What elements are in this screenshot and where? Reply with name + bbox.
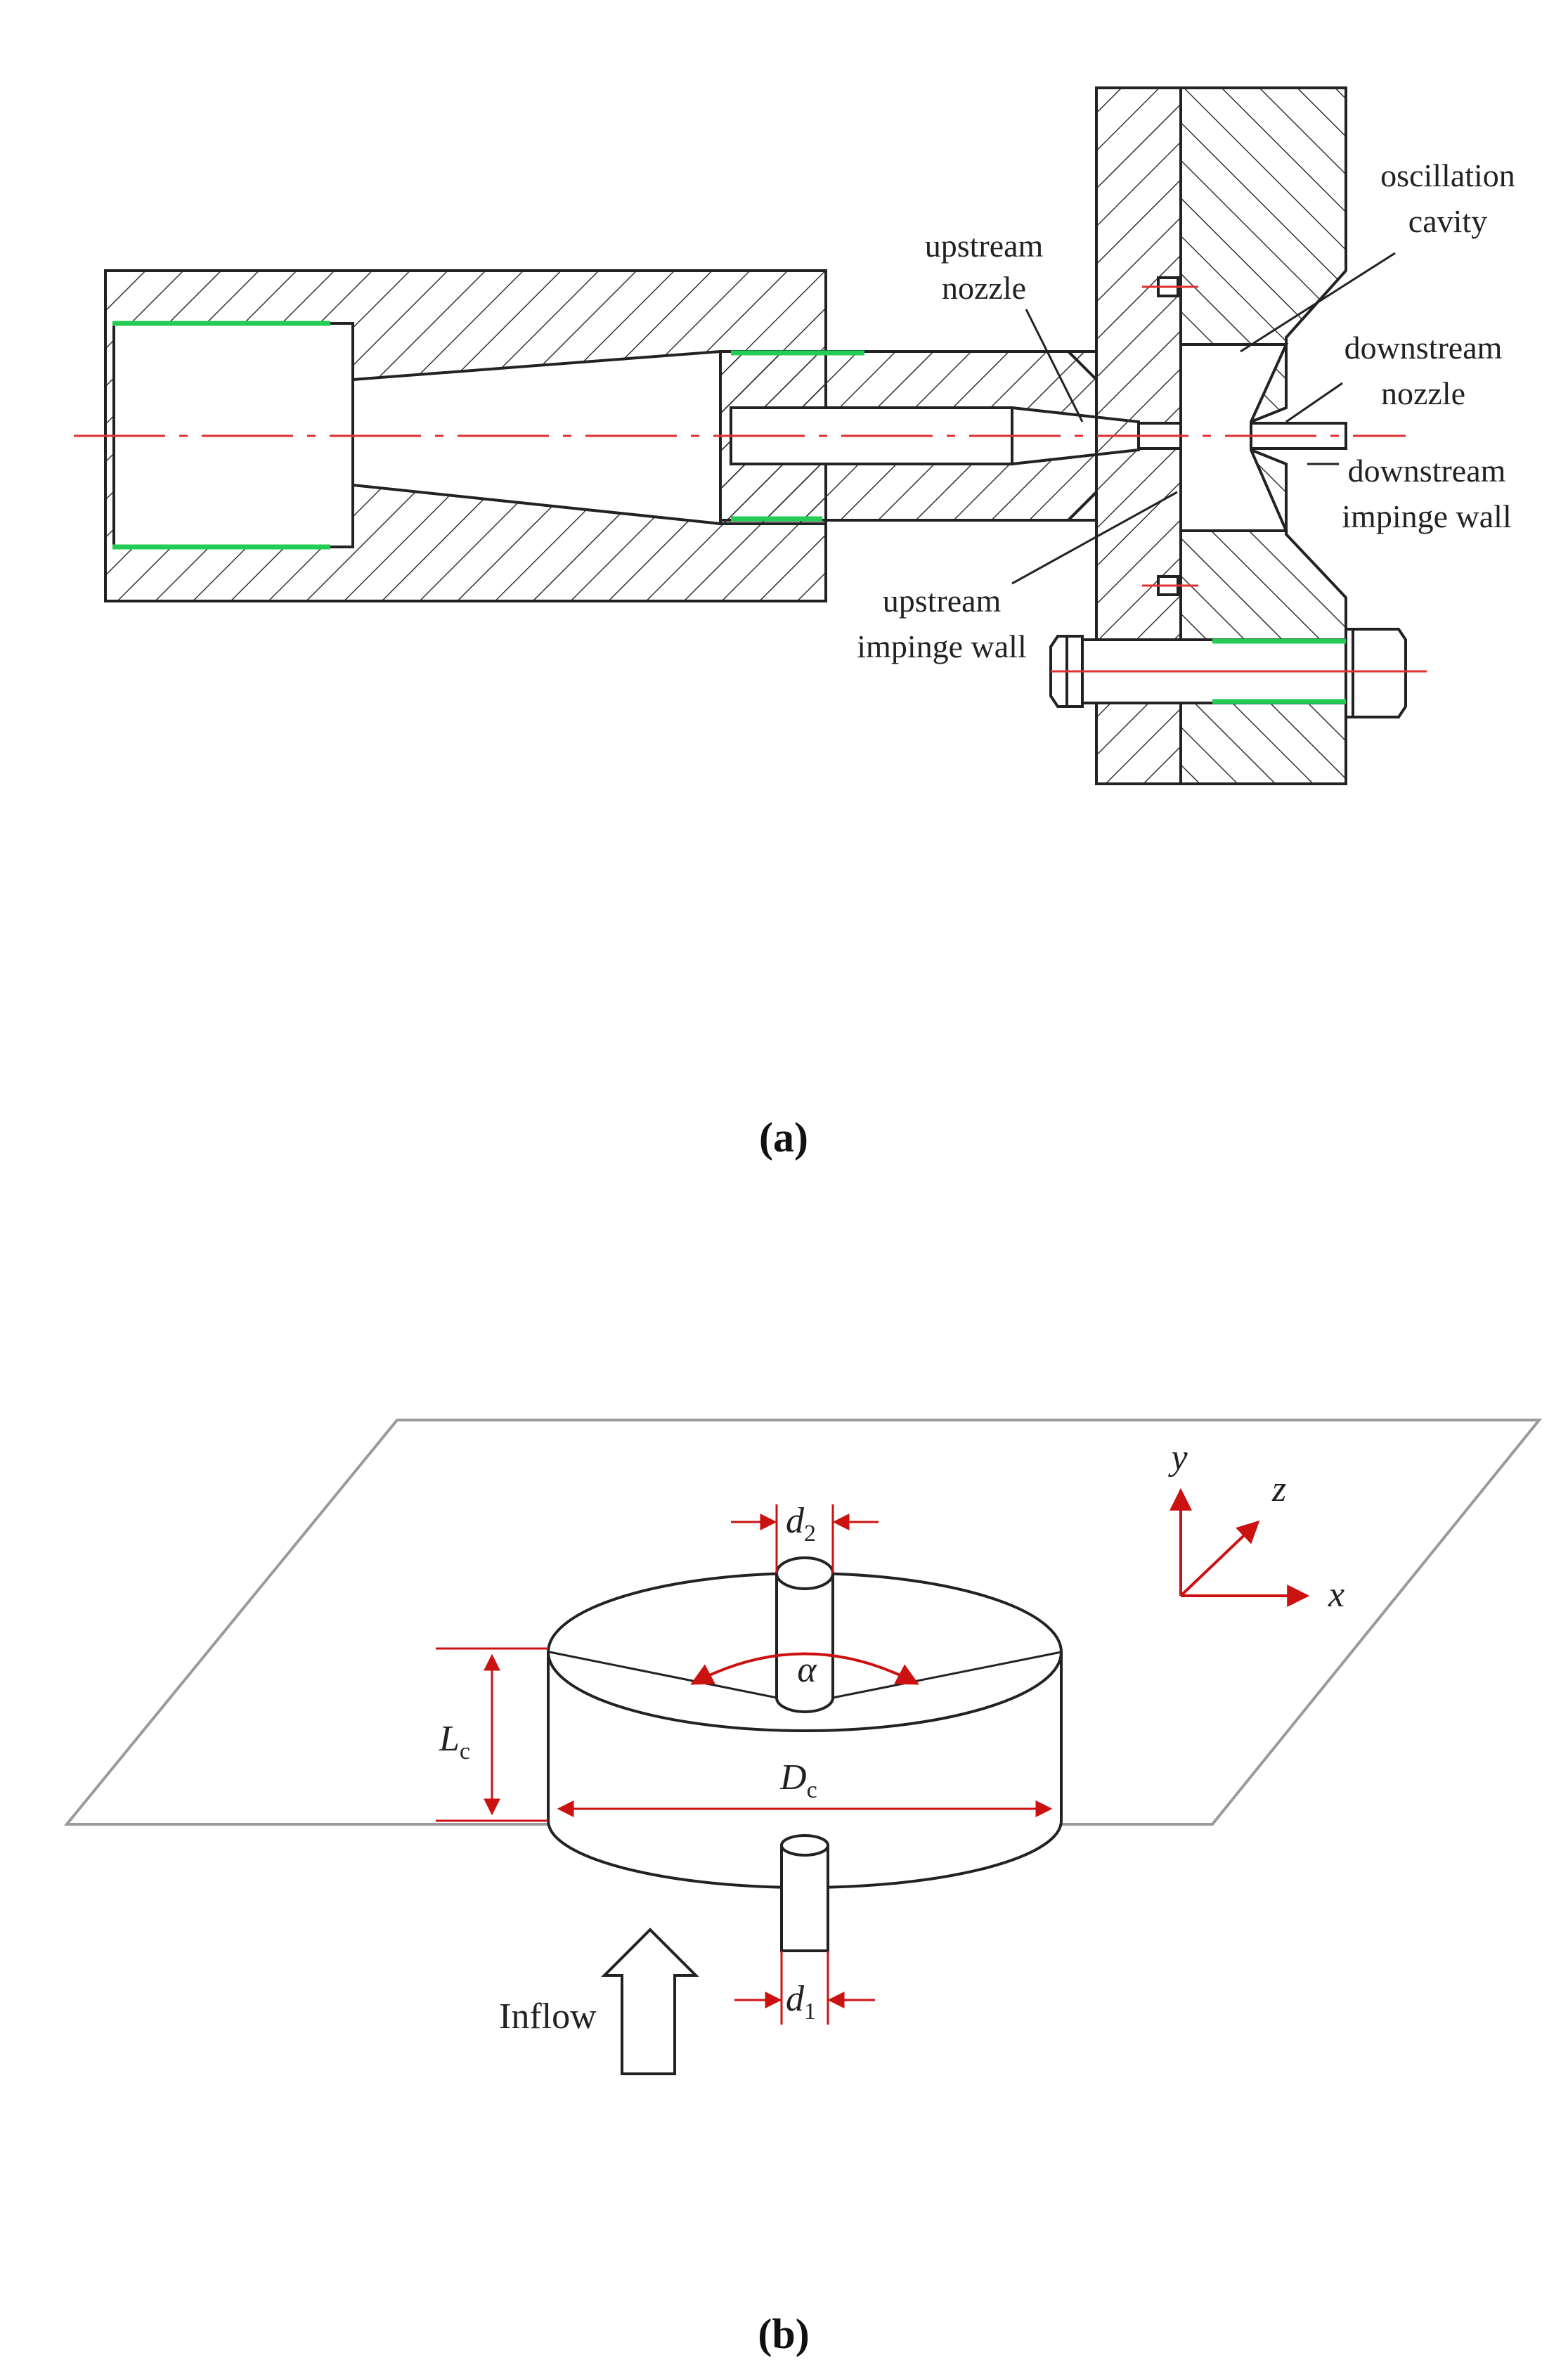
leader-lines <box>1011 252 1396 585</box>
label-d2: d2 <box>786 1501 816 1547</box>
label-downstream-wall-2: impinge wall <box>1342 498 1511 534</box>
axis-z-label: z <box>1271 1469 1286 1509</box>
cone-lines <box>549 1651 1062 1699</box>
d2-dimension <box>731 1504 879 1573</box>
label-upstream-nozzle-2: nozzle <box>942 270 1026 306</box>
axis-x-label: x <box>1328 1575 1345 1615</box>
caption-a: (a) <box>759 1114 808 1161</box>
label-upstream-nozzle-1: upstream <box>925 228 1044 264</box>
label-alpha: α <box>797 1650 817 1690</box>
inflow-label: Inflow <box>499 1996 597 2037</box>
inflow-arrow <box>601 1928 699 2075</box>
axes <box>1169 1488 1310 1607</box>
d1-dimension <box>734 1951 875 2025</box>
label-d1: d1 <box>786 1979 816 2025</box>
label-downstream-nozzle-2: nozzle <box>1381 375 1465 411</box>
thread-marks <box>112 321 1346 704</box>
label-oscillation-cavity-1: oscillation <box>1380 157 1515 193</box>
label-lc: Lc <box>439 1719 470 1765</box>
lc-dimension <box>436 1647 548 1822</box>
lower-nozzle <box>780 1834 829 1952</box>
alpha-arc <box>690 1652 919 1685</box>
centerlines <box>74 285 1427 673</box>
label-downstream-nozzle-1: downstream <box>1345 330 1503 366</box>
caption-b: (b) <box>758 2311 809 2357</box>
axis-y-label: y <box>1167 1438 1188 1478</box>
bolt-nut <box>1345 628 1407 718</box>
label-oscillation-cavity-2: cavity <box>1408 203 1487 239</box>
label-dc: Dc <box>779 1757 817 1803</box>
label-upstream-wall-2: impinge wall <box>857 628 1026 664</box>
plane <box>63 1419 1543 1826</box>
label-downstream-wall-1: downstream <box>1348 453 1506 489</box>
label-upstream-wall-1: upstream <box>883 583 1002 619</box>
